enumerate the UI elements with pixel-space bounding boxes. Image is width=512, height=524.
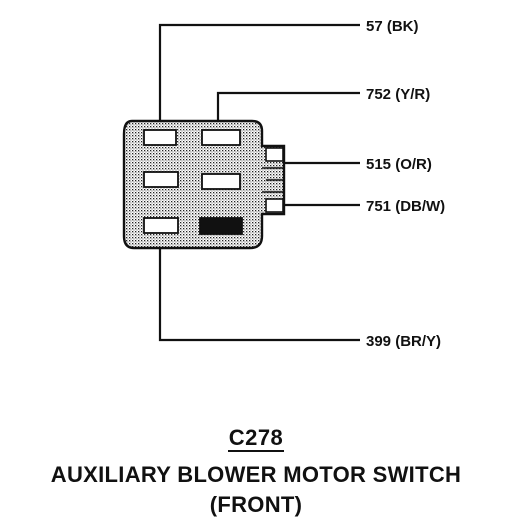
terminal-cavity: [201, 129, 241, 146]
connector-subname: (FRONT): [209, 492, 303, 517]
connector-name: AUXILIARY BLOWER MOTOR SWITCH: [50, 462, 462, 487]
wire-label-399: 399 (BR/Y): [366, 333, 441, 350]
wire-57: [158, 23, 360, 130]
wire-752: [216, 91, 360, 130]
connector-id-text: C278: [227, 425, 285, 452]
connector-latch: [262, 147, 284, 213]
wire-399: [158, 236, 360, 342]
terminal-cavity: [201, 173, 241, 190]
terminal-cavity-blocked: [199, 217, 243, 235]
connector-id: C278: [0, 425, 512, 452]
terminal-cavity: [143, 217, 179, 234]
wire-label-57: 57 (BK): [366, 18, 419, 35]
terminal-cavity: [143, 129, 177, 146]
wire-label-751: 751 (DB/W): [366, 198, 445, 215]
terminal-cavity: [143, 171, 179, 188]
wire-label-515: 515 (O/R): [366, 156, 432, 173]
wire-label-752: 752 (Y/R): [366, 86, 430, 103]
